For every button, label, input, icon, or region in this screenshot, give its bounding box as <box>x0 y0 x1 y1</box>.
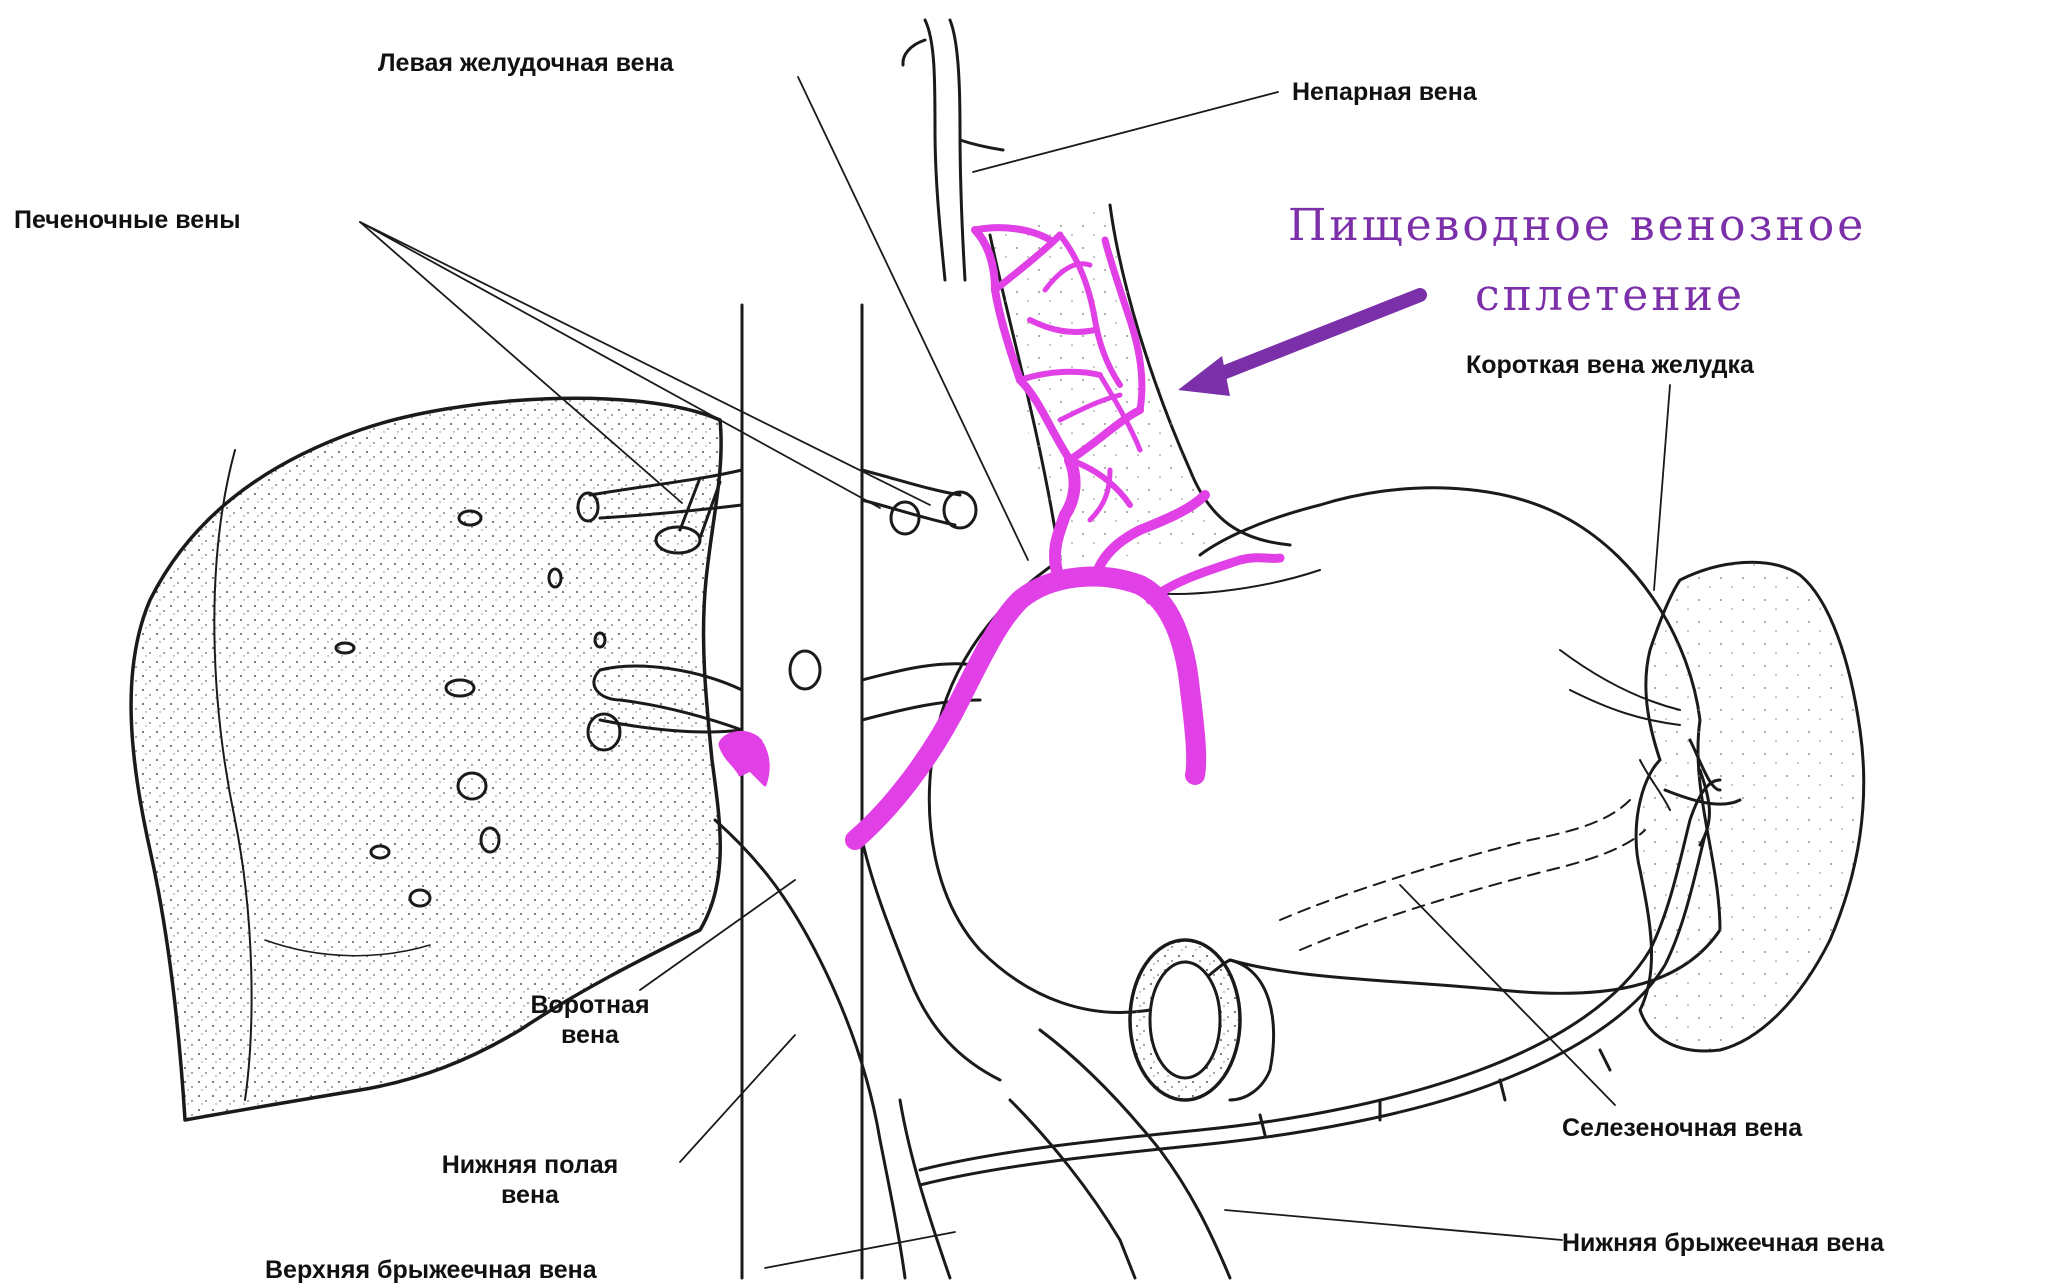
label-azygos-vein: Непарная вена <box>1292 77 1477 107</box>
spleen <box>1636 562 1864 1051</box>
label-splenic-vein: Селезеночная вена <box>1562 1113 1802 1143</box>
callout-esophageal-plexus-line1: Пищеводное венозное <box>1288 204 1866 248</box>
label-portal-vein-line2: вена <box>490 1020 690 1050</box>
label-portal-vein-line1: Воротная <box>490 990 690 1020</box>
azygos-vein <box>903 20 1003 280</box>
label-ivc-line2: вена <box>395 1180 665 1210</box>
label-ivc-line1: Нижняя полая <box>395 1150 665 1180</box>
label-inferior-mesenteric-vein: Нижняя брыжеечная вена <box>1562 1228 1884 1258</box>
callout-esophageal-plexus-line2: сплетение <box>1475 274 1745 318</box>
label-portal-vein: Воротная вена <box>490 990 690 1050</box>
plexus-callout-arrow <box>1178 295 1420 396</box>
label-inferior-vena-cava: Нижняя полая вена <box>395 1150 665 1210</box>
label-left-gastric-vein: Левая желудочная вена <box>378 48 674 78</box>
label-short-gastric-vein: Короткая вена желудка <box>1466 350 1754 380</box>
label-superior-mesenteric-vein: Верхняя брыжеечная вена <box>265 1255 597 1285</box>
label-hepatic-veins: Печеночные вены <box>14 205 241 235</box>
